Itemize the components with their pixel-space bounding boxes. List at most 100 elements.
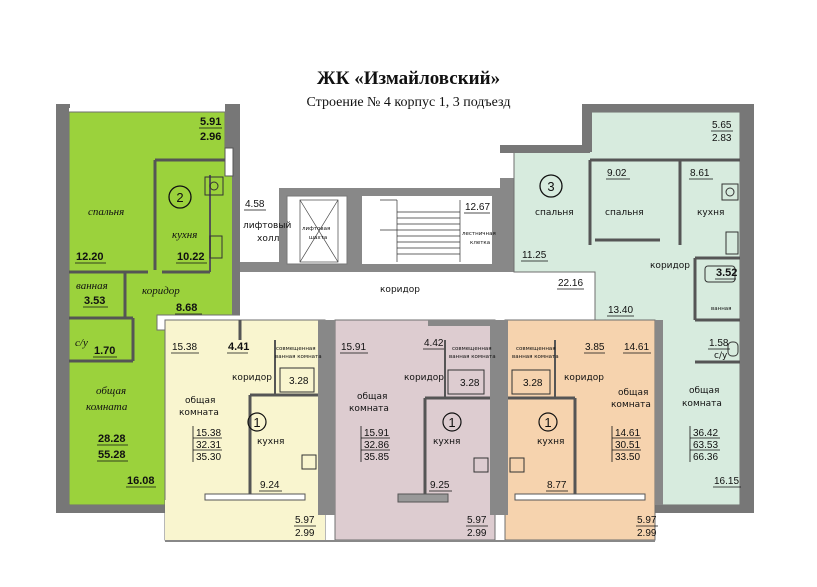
apartment-1-c-wall-left [500, 320, 508, 515]
apt1b-bath-area: 3.28 [460, 378, 480, 389]
lift-hall-label-1: лифтовый [243, 221, 291, 231]
apt2-balcony-window [224, 147, 234, 177]
apt3-wc-label: с/у [714, 351, 728, 361]
lift-shaft-inner [286, 195, 348, 265]
apt1b-number-circle [442, 412, 462, 432]
bottom-facade-wall [165, 540, 655, 542]
apartment-3-wall-right [740, 104, 754, 512]
apt3-bedroom2-area: 9.02 [607, 168, 627, 179]
common-lift-hall [240, 178, 280, 262]
apt1a-bath-label-2: ванная комната [275, 354, 322, 360]
stair-inner-wall [362, 196, 376, 264]
apt2-corridor-area: 8.68 [176, 302, 197, 314]
apt3-loggia-area: 16.15 [714, 476, 739, 487]
apt1a-balcony-a: 5.97 [295, 515, 315, 526]
apt1a-corridor-area: 4.41 [228, 341, 249, 353]
apt1a-kitchen-label: кухня [257, 437, 284, 447]
common-area: 4.58 лифтовый холл лифтовая шахта 12.67 … [240, 170, 595, 320]
apt2-number: 2 [176, 190, 183, 205]
apartment-3-wall-top-left [500, 145, 590, 153]
apt3-bath-area: 3.52 [716, 267, 737, 279]
common-wall-right [500, 178, 514, 272]
apt1c-stove-icon [509, 457, 525, 473]
apartment-2: 2 5.91 2.96 спальня 12.20 кухня 10.22 ва… [56, 104, 241, 513]
apt2-living-label-1: общая [96, 385, 126, 397]
apt3-living-area: 36.42 [693, 428, 718, 439]
apt1c-bath-area: 3.28 [523, 378, 543, 389]
apt1a-corridor-label: коридор [232, 373, 272, 383]
apt3-stove-burner-icon [725, 187, 735, 197]
plan-subtitle: Строение № 4 корпус 1, 3 подъезд [306, 95, 511, 110]
apt3-bedroom1-label: спальня [535, 208, 574, 218]
apt1c-living-area: 14.61 [624, 342, 649, 353]
apt3-kitchen-area: 8.61 [690, 168, 710, 179]
apt3-bath-tub-icon [704, 265, 736, 283]
apt2-balcony-a: 5.91 [200, 116, 221, 128]
apt2-bedroom-area: 12.20 [76, 251, 104, 263]
apartment-1-b-fill [334, 319, 496, 541]
common-corridor-area: 22.16 [558, 278, 583, 289]
apt2-stove-icon [204, 176, 224, 196]
apt1c-number: 1 [544, 415, 551, 430]
apt2-living-area: 28.28 [98, 433, 126, 445]
lift-hall-area: 4.58 [245, 199, 265, 210]
apt1a-bath-tub-icon [279, 367, 315, 393]
common-wall-left [240, 262, 280, 272]
apt2-total-area: 55.28 [98, 449, 126, 461]
apt1c-living-label-1: общая [618, 388, 648, 398]
apt1c-sum3: 33.50 [615, 452, 640, 463]
apt1b-sum2: 32.86 [364, 440, 389, 451]
apt1c-living-label-2: комната [611, 400, 651, 410]
stair-label-1: лестничная [462, 231, 496, 237]
lift-shaft-cross-2 [299, 199, 339, 263]
apt2-loggia-area: 16.08 [127, 475, 155, 487]
apt2-wc-label: с/у [75, 337, 88, 349]
apt2-living-label-2: комната [86, 401, 128, 413]
apt3-living-label-2: комната [682, 399, 722, 409]
apt1a-balcony-b: 2.99 [295, 528, 315, 539]
apt1b-stove-icon [473, 457, 489, 473]
common-wall-top [240, 170, 510, 178]
apt2-bath-area: 3.53 [84, 295, 105, 307]
apt1b-sum1: 15.91 [364, 428, 389, 439]
apartment-3: 3 5.65 2.83 спальня 11.25 9.02 спальня 8… [500, 104, 754, 513]
apt1c-corridor-label: коридор [564, 373, 604, 383]
apt3-corridor-area: 13.40 [608, 305, 633, 316]
apartment-3-wall-top [590, 104, 754, 112]
apt1c-kitchen-area: 8.77 [547, 480, 567, 491]
apartment-2-wall-bottom [56, 505, 166, 513]
apt1b-bath-label-1: совмещенная [452, 346, 492, 352]
apt3-number-circle [539, 174, 563, 198]
apt1a-bath-area: 3.28 [289, 376, 309, 387]
apt1b-kitchen-label: кухня [433, 437, 460, 447]
apt1b-corridor-label: коридор [404, 373, 444, 383]
apt3-number: 3 [547, 179, 554, 194]
apartment-2-wall-top [56, 104, 70, 108]
apartment-1-b: 1 15.91 4.42 коридор совмещенная ванная … [326, 319, 500, 541]
apt1b-living-area: 15.91 [341, 342, 366, 353]
shaft-label-1: лифтовая [302, 226, 330, 232]
apt3-living-label-1: общая [689, 386, 719, 396]
stair-area: 12.67 [465, 202, 490, 213]
apt1a-sum1: 15.38 [196, 428, 221, 439]
apt1a-number-circle [247, 412, 267, 432]
apt3-kitchen-label: кухня [697, 208, 724, 218]
apt2-sink-icon [209, 235, 223, 259]
apt3-bedroom2-label: спальня [605, 208, 644, 218]
apt1b-living-label-1: общая [357, 392, 387, 402]
apt1b-sum3: 35.85 [364, 452, 389, 463]
apt1c-number-circle [538, 412, 558, 432]
apt3-bath-label: ванная [711, 306, 731, 312]
common-corridor-label: коридор [380, 285, 420, 295]
apt2-number-circle [168, 185, 192, 209]
apt1b-corridor-area: 4.42 [424, 338, 444, 349]
apt3-corridor-label: коридор [650, 261, 690, 271]
apt1c-bath-label-2: ванная комната [512, 354, 559, 360]
apt1b-living-label-2: комната [349, 404, 389, 414]
apt1c-sum2: 30.51 [615, 440, 640, 451]
apt1c-bath-tub-icon [511, 369, 551, 395]
apt1b-kitchen-area: 9.25 [430, 480, 450, 491]
apartment-1-b-wall-left [326, 320, 335, 515]
apt1a-living-label-1: общая [185, 396, 215, 406]
apt2-stove-burner-icon [209, 181, 219, 191]
